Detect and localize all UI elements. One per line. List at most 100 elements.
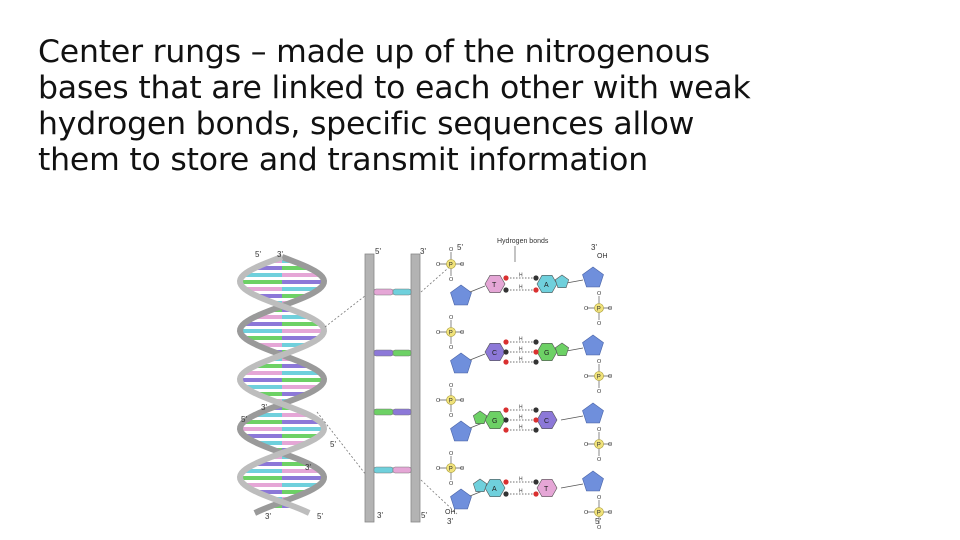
helix-rung-right [282, 420, 321, 424]
hydrogen-symbol: H [519, 425, 523, 431]
ladder-rung-left [373, 349, 394, 357]
helix-rung-left [254, 315, 282, 319]
helix-rung-right [282, 483, 320, 487]
ladder-label-top-right: 3' [420, 247, 426, 256]
helix-rung-right [282, 280, 324, 284]
chem-label-bottom-oh: OH [445, 509, 456, 516]
base-ring-secondary [554, 274, 570, 289]
oxygen-symbol: O [449, 345, 454, 351]
nitrogen-atom [503, 287, 509, 293]
helix-rung-right [282, 385, 320, 389]
helix-rung-left [244, 287, 282, 291]
ladder-label-bottom-left: 3' [377, 511, 383, 520]
straight-ladder: 5' 3' 3' 5' [364, 247, 427, 523]
hydrogen-symbol: H [519, 415, 523, 421]
hydrogen-symbol: H [519, 405, 523, 411]
helix-rung-right [282, 378, 324, 382]
oxygen-symbol: O [449, 481, 454, 487]
oxygen-atom [533, 287, 539, 293]
phosphate-atom [446, 395, 456, 405]
oxygen-symbol: O [449, 451, 454, 457]
hydrogen-bonds-label: Hydrogen bonds [497, 238, 549, 245]
nitrogen-atom [533, 339, 539, 345]
oxygen-symbol: O [460, 398, 465, 404]
sugar-right [582, 402, 604, 424]
oxygen-symbol: O [449, 413, 454, 419]
oxygen-symbol: O [597, 321, 602, 327]
helix-backbone-strand-b [236, 254, 328, 516]
slide-text: Center rungs – made up of the nitrogenou… [38, 34, 918, 178]
phosphate-atom [446, 463, 456, 473]
text-line-1: Center rungs – made up of the nitrogenou… [38, 34, 710, 70]
oxygen-symbol: O [436, 398, 441, 404]
helix-rung-right [282, 315, 310, 319]
dna-structure-figure: 5' 3' 3' 5' 5' 3' 3' 5' 5' 3' 3' 5' Hydr… [236, 238, 613, 531]
ladder-rung-right [392, 466, 412, 474]
ladder-rung-left [373, 408, 394, 416]
helix-rung-left [244, 385, 282, 389]
helix-label-mid-b: 5' [241, 415, 247, 424]
helix-rung-left [243, 371, 282, 375]
oxygen-symbol: O [608, 374, 613, 380]
phosphate-symbol: P [597, 375, 601, 381]
oxygen-symbol: O [436, 330, 441, 336]
helix-rung-left [244, 483, 282, 487]
helix-rung-left [256, 392, 282, 396]
ladder-rung-right [392, 349, 412, 357]
base-right [536, 274, 558, 294]
oxygen-symbol: O [449, 247, 454, 253]
helix-rung-right [282, 413, 310, 417]
helix-rung-right [282, 490, 308, 494]
oxygen-symbol: O [597, 495, 602, 501]
oxygen-symbol: O [608, 510, 613, 516]
text-line-4: them to store and transmit information [38, 142, 648, 178]
phosphate-atom [594, 371, 604, 381]
oxygen-symbol: O [449, 315, 454, 321]
hydrogen-symbol: H [519, 285, 523, 291]
ladder-rung-left [373, 288, 394, 296]
sugar-left [450, 488, 472, 510]
oxygen-symbol: O [608, 306, 613, 312]
helix-rung-left [256, 294, 282, 298]
oxygen-atom [503, 479, 509, 485]
helix-rung-left [254, 462, 282, 466]
nitrogen-atom [503, 491, 509, 497]
nitrogen-atom [533, 407, 539, 413]
nitrogen-atom [533, 427, 539, 433]
nitrogen-atom [533, 359, 539, 365]
base-letter-left: C [492, 350, 497, 357]
helix-rung-left [243, 469, 282, 473]
helix-rung-right [282, 427, 324, 431]
sugar-right [582, 470, 604, 492]
helix-rung-right [282, 441, 308, 445]
helix-backbone-strand-a [236, 254, 328, 516]
nitrogen-atom [503, 349, 509, 355]
oxygen-symbol: O [460, 330, 465, 336]
helix-rung-left [243, 420, 282, 424]
ladder-label-top-left: 5' [375, 247, 381, 256]
hydrogen-symbol: H [519, 347, 523, 353]
oxygen-atom [503, 339, 509, 345]
phosphate-symbol: P [597, 443, 601, 449]
helix-rung-left [254, 413, 282, 417]
base-letter-right: T [544, 486, 549, 493]
helix-label-top-right: 3' [277, 250, 283, 259]
text-line-2: bases that are linked to each other with… [38, 70, 751, 106]
hydrogen-symbol: H [519, 337, 523, 343]
oxygen-atom [533, 417, 539, 423]
helix-rung-right [282, 469, 321, 473]
base-right [536, 479, 558, 498]
chem-label-top-oh: OH [597, 253, 608, 260]
glycosidic-bond [560, 415, 584, 421]
sugar-right [582, 266, 604, 288]
oxygen-symbol: O [608, 442, 613, 448]
helix-rung-right [282, 392, 308, 396]
base-ring-secondary [554, 342, 570, 356]
helix-rung-left [256, 343, 282, 347]
helix-rung-right [282, 462, 310, 466]
helix-rung-left [244, 336, 282, 340]
base-ring-secondary [472, 478, 488, 493]
